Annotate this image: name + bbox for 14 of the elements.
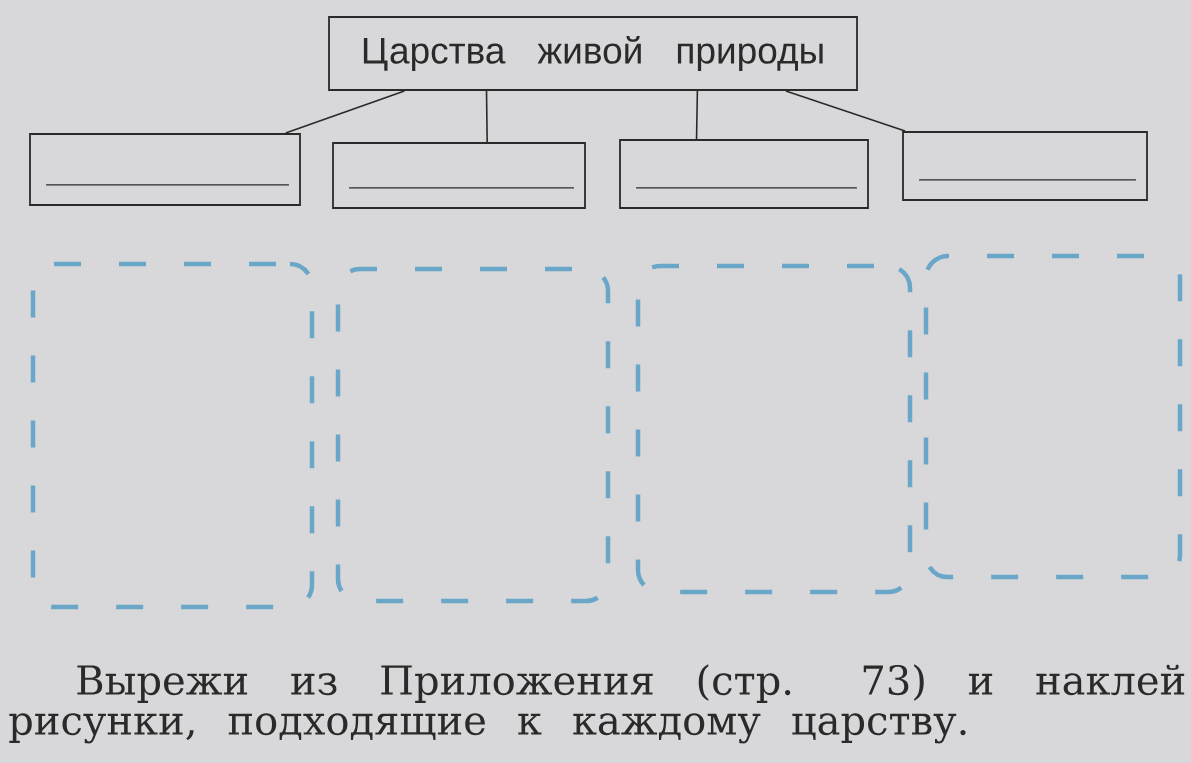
connector-line [785, 90, 906, 132]
paste-area [923, 253, 1183, 580]
instruction-text: Вырежи из Приложения (стр. 73) и наклей рисунки, подходящие к каждому царству. [9, 664, 1185, 744]
answer-box [902, 131, 1148, 201]
connector-line [485, 90, 488, 143]
answer-box [332, 142, 586, 209]
paste-area [635, 263, 913, 595]
connector-line [695, 90, 699, 140]
answer-box [619, 139, 869, 209]
paste-area [335, 266, 611, 604]
paste-area [30, 261, 315, 610]
connector-line [284, 90, 406, 134]
answer-box [29, 133, 301, 206]
title-box: Царства живой природы [328, 16, 858, 91]
